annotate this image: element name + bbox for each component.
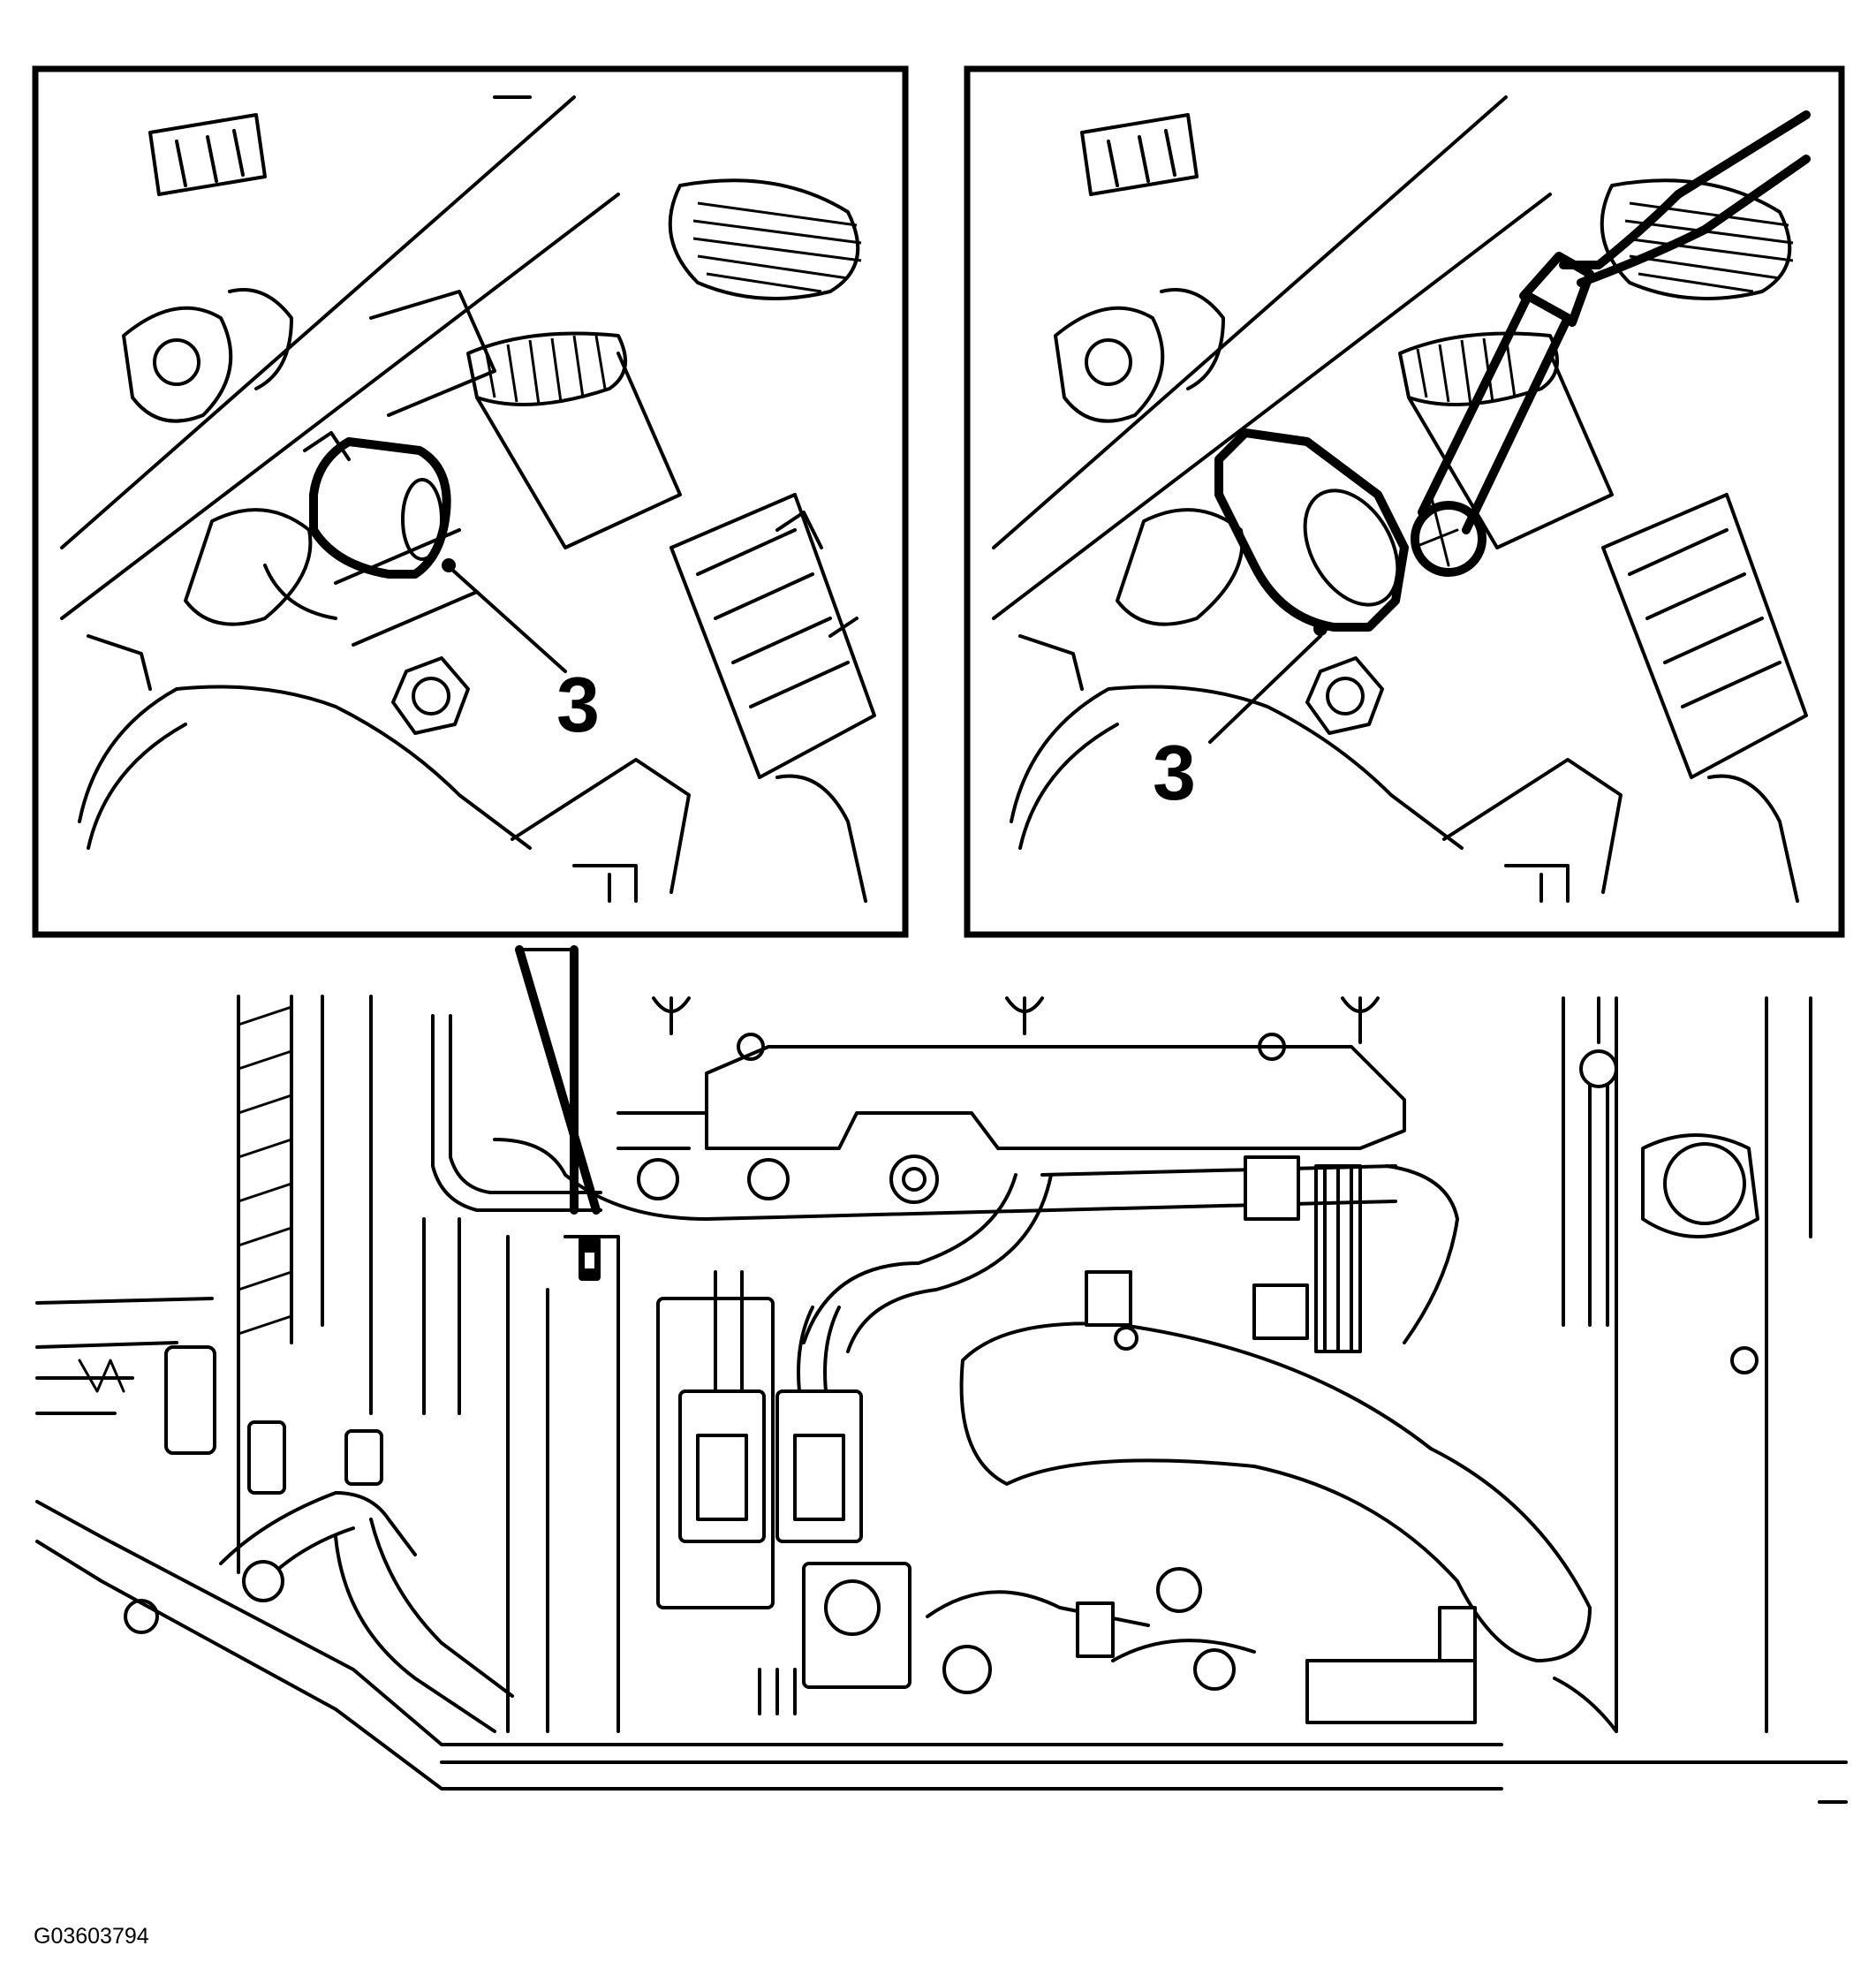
figure-id: G03603794 — [34, 1924, 149, 1949]
callout-label-left: 3 — [556, 661, 600, 748]
engine-overview — [35, 945, 1848, 1804]
sensor-connector-connected — [1214, 110, 1811, 636]
detail-panel-left: 3 — [32, 65, 909, 938]
detail-panel-right: 3 — [964, 65, 1845, 938]
callout-label-right: 3 — [1153, 729, 1196, 816]
